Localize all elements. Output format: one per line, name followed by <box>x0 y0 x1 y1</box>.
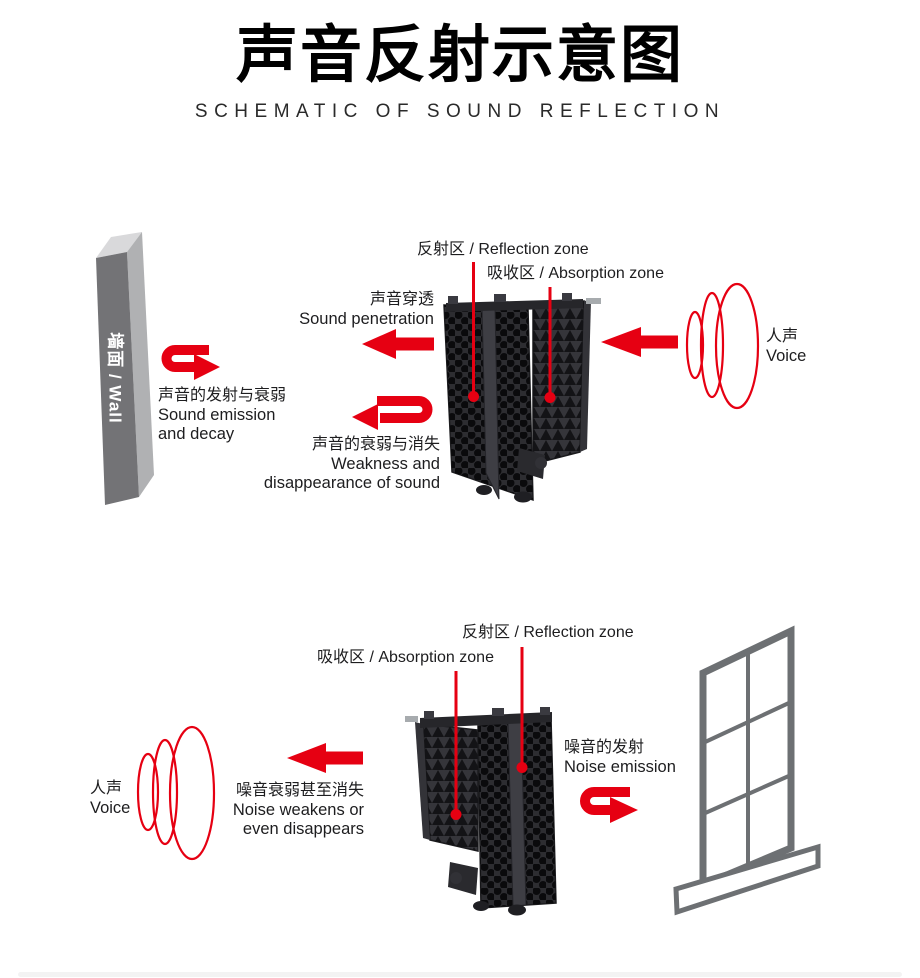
noise-weaken-label: 噪音衰弱甚至消失 Noise weakens or even disappear… <box>232 782 364 839</box>
bottom-divider <box>18 972 902 977</box>
sound-penetration-label: 声音穿透 Sound penetration <box>299 291 434 328</box>
voice-waves-bottom-icon <box>136 725 216 861</box>
noise-emission-label: 噪音的发射 Noise emission <box>564 739 676 776</box>
reflection-zone-label-bottom: 反射区 / Reflection zone <box>462 624 634 641</box>
isolation-shield-bottom-graphic <box>405 707 557 916</box>
page-subtitle: SCHEMATIC OF SOUND REFLECTION <box>194 101 726 122</box>
noise-weaken-arrow-icon <box>287 743 363 773</box>
sound-weakness-label: 声音的衰弱与消失 Weakness and disappearance of s… <box>263 436 440 493</box>
reflection-leader-line-top <box>468 262 479 402</box>
voice-arrow-icon <box>601 327 678 357</box>
reflection-leader-line-bottom <box>516 647 528 773</box>
isolation-shield-top-graphic <box>443 293 601 503</box>
absorption-zone-label-bottom: 吸收区 / Absorption zone <box>317 649 494 666</box>
noise-emission-u-turn-arrow-icon <box>580 787 638 823</box>
wall-text-label: 墙面 / Wall <box>105 332 125 424</box>
absorption-leader-line-top <box>544 287 556 403</box>
sound-emission-label: 声音的发射与衰弱 Sound emission and decay <box>158 387 287 444</box>
voice-waves-top-icon <box>685 282 760 410</box>
wall-graphic <box>96 232 154 505</box>
page-title: 声音反射示意图 <box>235 21 684 90</box>
sound-penetration-arrow-icon <box>362 329 434 359</box>
reflection-zone-label-top: 反射区 / Reflection zone <box>417 241 589 258</box>
absorption-leader-line-bottom <box>450 671 462 820</box>
sound-decay-u-turn-arrow-icon <box>352 396 433 430</box>
voice-label-bottom: 人声 Voice <box>90 780 131 817</box>
absorption-zone-label-top: 吸收区 / Absorption zone <box>487 265 664 282</box>
wall-sound-u-turn-arrow-icon <box>161 345 220 380</box>
voice-label-top: 人声 Voice <box>766 328 807 365</box>
window-graphic <box>673 625 821 916</box>
